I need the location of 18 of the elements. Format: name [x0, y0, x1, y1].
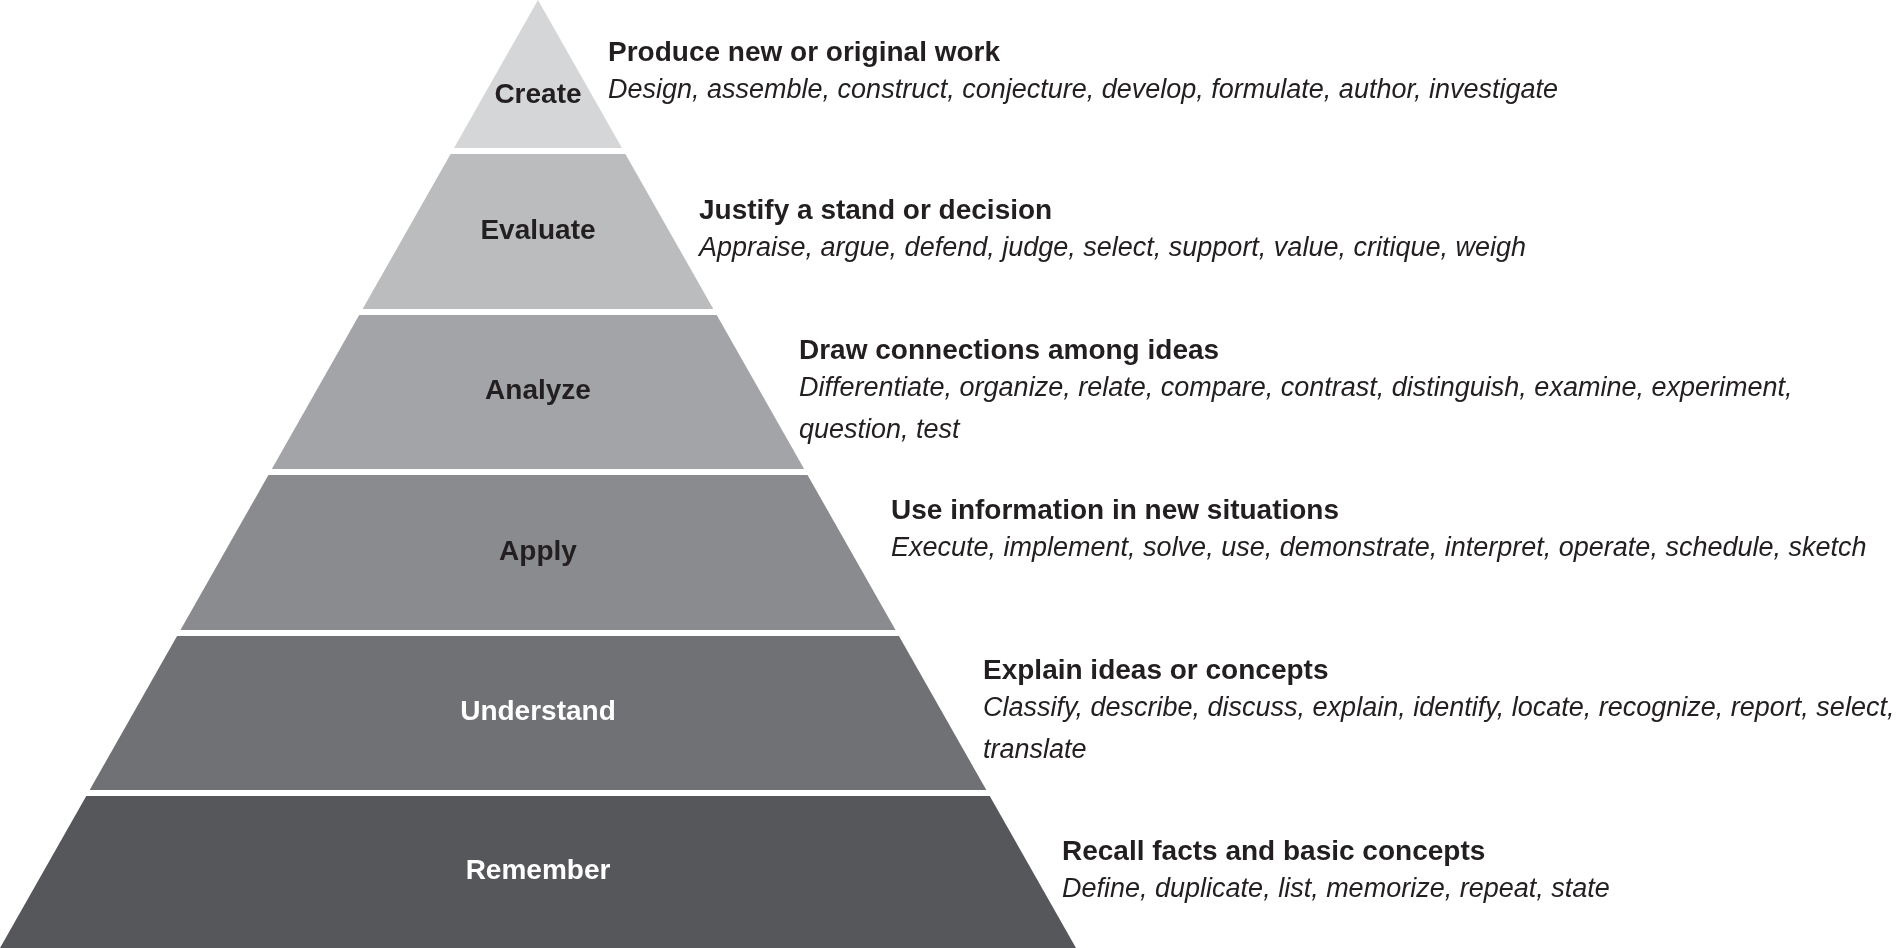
tier-label: Apply	[499, 534, 577, 567]
tier-label: Understand	[460, 695, 616, 727]
tier-label: Evaluate	[480, 213, 596, 246]
tier-label: Analyze	[485, 374, 591, 406]
tier-label: Remember	[465, 854, 611, 886]
description-text: Classify, describe, discuss, explain, identify, locate, recognize, report, select, translate	[983, 691, 1896, 766]
description-heading: Use information in new situations	[891, 493, 1341, 527]
description-text: Execute, implement, solve, use, demonstrate, interpret, operate, schedule, sketch	[891, 531, 1868, 564]
description-heading: Produce new or original work	[608, 35, 1002, 69]
description-text: Define, duplicate, list, memorize, repeat, state	[1062, 872, 1611, 905]
description-text: Differentiate, organize, relate, compare, contrast, distinguish, examine, experiment, question, test	[799, 371, 1794, 446]
description-text: Appraise, argue, defend, judge, select, support, value, critique, weigh	[699, 231, 1527, 264]
description-heading: Explain ideas or concepts	[983, 653, 1330, 687]
description-heading: Recall facts and basic concepts	[1062, 834, 1487, 868]
description-heading: Draw connections among ideas	[799, 333, 1221, 367]
description-heading: Justify a stand or decision	[699, 193, 1054, 227]
tier-label: Create	[494, 78, 582, 110]
description-text: Design, assemble, construct, conjecture, develop, formulate, author, investigate	[608, 73, 1559, 106]
